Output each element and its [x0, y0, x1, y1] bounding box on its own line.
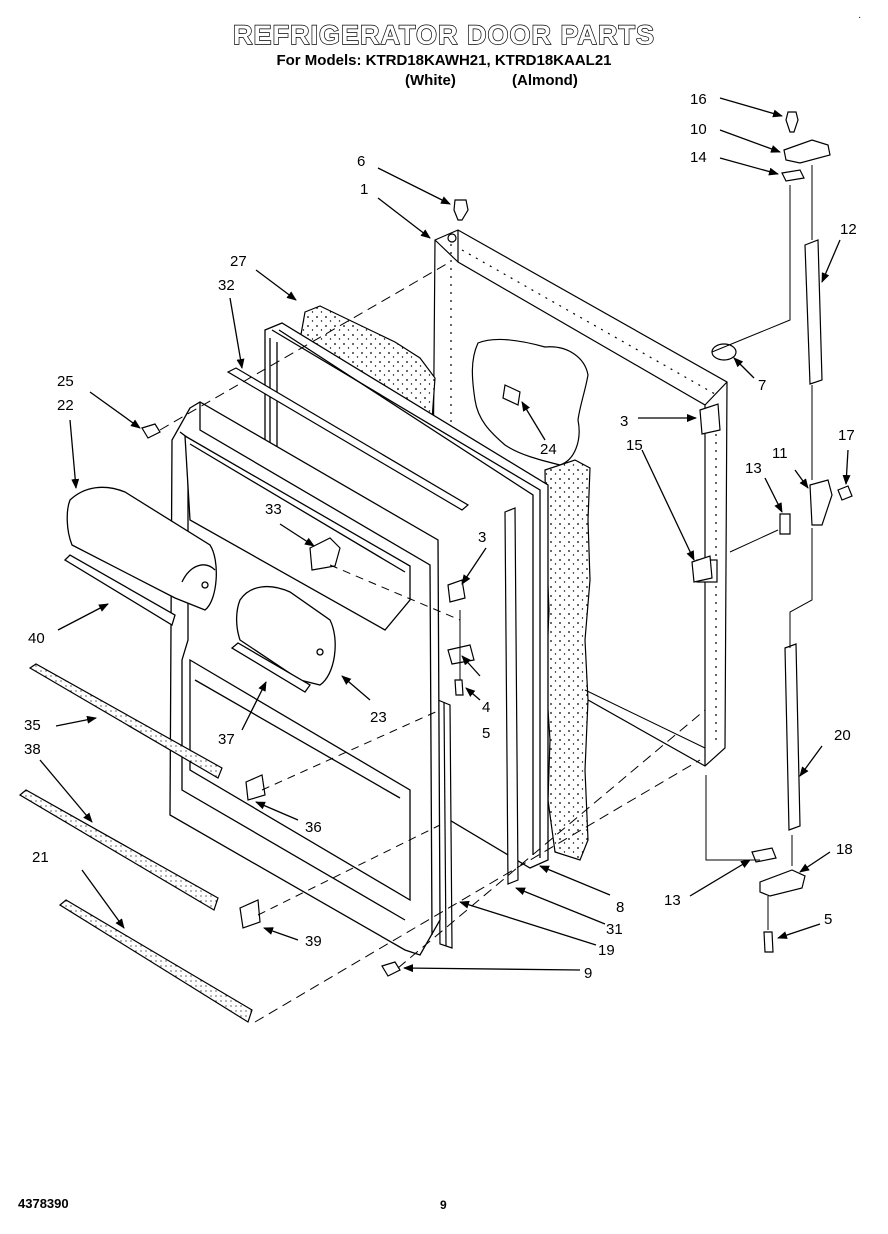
bracket-13 [779, 513, 791, 535]
page-number: 9 [440, 1198, 447, 1212]
callout-32: 32 [218, 277, 235, 294]
top-trim-32 [226, 367, 470, 511]
hinge-cover-12 [804, 239, 823, 385]
callout-33: 33 [265, 501, 282, 518]
callout-31: 31 [606, 921, 623, 938]
callout-1: 1 [360, 181, 368, 198]
door-stop-3-mid [447, 579, 466, 603]
screw-17 [837, 485, 853, 501]
cutaway-view [471, 338, 589, 466]
callout-5-mid: 5 [482, 725, 490, 742]
callout-39: 39 [305, 933, 322, 950]
callout-40: 40 [28, 630, 45, 647]
hinge-cover-20 [784, 643, 801, 831]
plug-7 [711, 343, 737, 361]
callout-35: 35 [24, 717, 41, 734]
callout-36: 36 [305, 819, 322, 836]
callout-arrows [39, 97, 851, 973]
screw-9 [381, 961, 401, 977]
callout-13-lower: 13 [664, 892, 681, 909]
callout-27: 27 [230, 253, 247, 270]
shelf-bin-40 [63, 486, 217, 626]
callout-14: 14 [690, 149, 707, 166]
breaker-strip-19 [437, 699, 453, 949]
hinge-10 [783, 139, 831, 164]
callout-22: 22 [57, 397, 74, 414]
shelf-rails [18, 663, 253, 1023]
bin-23 [230, 585, 336, 693]
callout-19: 19 [598, 942, 615, 959]
bracket-13-lower [751, 847, 777, 863]
callout-labels: 16 10 14 6 1 12 27 32 7 25 22 3 15 24 17… [24, 91, 857, 982]
shim-14 [781, 169, 805, 182]
callout-23: 23 [370, 709, 387, 726]
rail-21 [58, 899, 253, 1023]
callout-18: 18 [836, 841, 853, 858]
hinge-hardware [141, 111, 853, 977]
callout-25: 25 [57, 373, 74, 390]
callout-38: 38 [24, 741, 41, 758]
callout-17: 17 [838, 427, 855, 444]
clip-36 [245, 774, 266, 801]
callout-16: 16 [690, 91, 707, 108]
clip-33 [309, 537, 341, 571]
callout-3-top: 3 [620, 413, 628, 430]
variant-almond: (Almond) [512, 72, 578, 89]
callout-13-upper: 13 [745, 460, 762, 477]
callout-4: 4 [482, 699, 490, 716]
callout-12: 12 [840, 221, 857, 238]
callout-7: 7 [758, 377, 766, 394]
callout-3-mid: 3 [478, 529, 486, 546]
callout-21: 21 [32, 849, 49, 866]
callout-37: 37 [218, 731, 235, 748]
hinge-11 [809, 479, 833, 526]
models-line: For Models: KTRD18KAWH21, KTRD18KAAL21 [276, 52, 612, 69]
variant-white: (White) [405, 72, 456, 89]
screw-5-mid [454, 679, 464, 696]
callout-24: 24 [540, 441, 557, 458]
callout-11: 11 [772, 445, 788, 462]
callout-20: 20 [834, 727, 851, 744]
diagram-title: REFRIGERATOR DOOR PARTS [232, 19, 655, 50]
door-stop-15 [691, 555, 713, 583]
callout-6: 6 [357, 153, 365, 170]
hinge-18 [759, 869, 806, 897]
clip-39 [239, 899, 261, 929]
callout-5-lower: 5 [824, 911, 832, 928]
screw-5-lower [763, 931, 774, 953]
document-number: 4378390 [18, 1196, 69, 1211]
door-stop-3-top [699, 403, 721, 435]
rail-38 [18, 789, 219, 911]
screw-16 [785, 111, 799, 133]
callout-15: 15 [626, 437, 643, 454]
rail-35 [28, 663, 223, 779]
screw-25 [141, 423, 161, 439]
gasket-strip-31 [504, 507, 519, 885]
callout-8: 8 [616, 899, 624, 916]
corner-mark: · [858, 12, 862, 23]
callout-10: 10 [690, 121, 707, 138]
screw-6 [453, 199, 469, 221]
bracket-24 [502, 384, 521, 406]
callout-9: 9 [584, 965, 592, 982]
